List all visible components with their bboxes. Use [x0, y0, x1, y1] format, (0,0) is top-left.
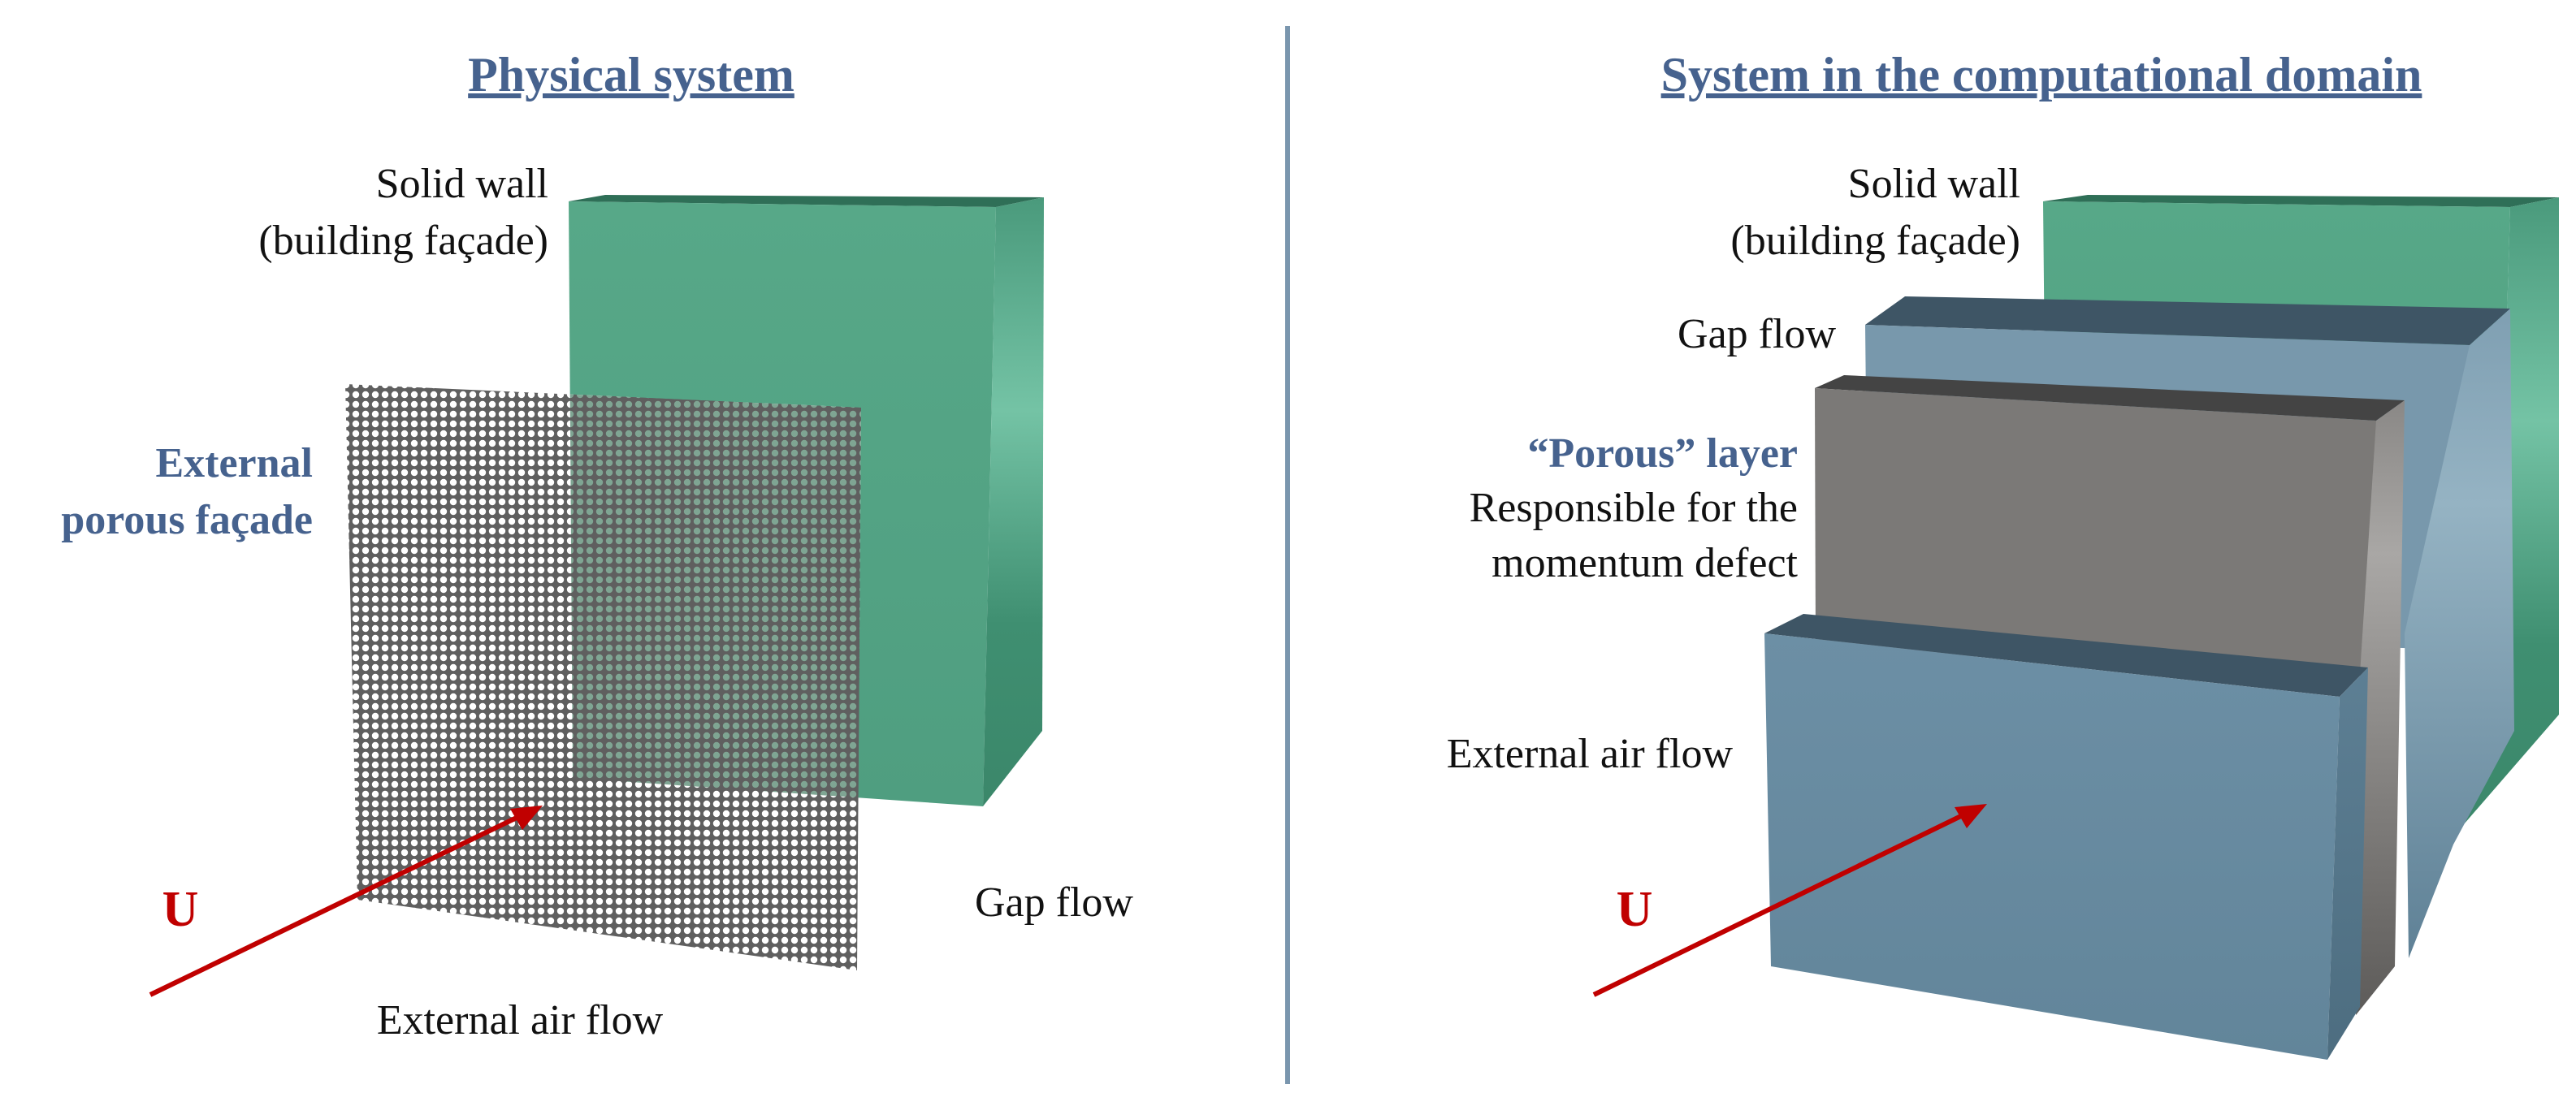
left-panel: Physical system Solid wall (building faç… — [61, 48, 1133, 1043]
external-air-flow-block — [1764, 614, 2368, 1060]
left-velocity-label: U — [162, 882, 199, 937]
left-external-air-flow-label: External air flow — [377, 997, 664, 1043]
left-gap-flow-label: Gap flow — [975, 879, 1133, 926]
right-external-air-flow-label: External air flow — [1447, 731, 1734, 777]
porous-layer-front — [1815, 388, 2376, 674]
right-panel-title: System in the computational domain — [1661, 48, 2422, 102]
left-solid-wall-label-line1: Solid wall — [376, 161, 548, 207]
porous-facade-label-line2: porous façade — [61, 497, 313, 543]
solid-wall-side — [983, 197, 1044, 806]
right-velocity-label: U — [1617, 882, 1653, 937]
porous-layer-top — [1815, 375, 2405, 421]
porous-facade-mesh — [345, 384, 861, 970]
left-solid-wall-label-line2: (building façade) — [258, 218, 548, 264]
porous-layer-block — [1815, 375, 2405, 1015]
momentum-defect-label-line1: Responsible for the — [1470, 485, 1798, 531]
gap-flow-top — [1865, 296, 2510, 345]
left-velocity-arrow — [149, 806, 543, 997]
porous-layer-side — [2356, 400, 2405, 1015]
porous-facade-label-line1: External — [155, 440, 313, 486]
right-velocity-arrow — [1592, 804, 1987, 997]
right-panel: System in the computational domain Solid… — [1447, 48, 2559, 1060]
computational-solid-wall-top — [2043, 195, 2559, 207]
solid-wall-top — [569, 195, 1044, 207]
external-air-flow-front — [1764, 633, 2340, 1060]
right-solid-wall-label-line2: (building façade) — [1730, 218, 2020, 264]
external-air-flow-top — [1764, 614, 2368, 697]
left-panel-title: Physical system — [468, 48, 794, 102]
porous-layer-label: “Porous” layer — [1527, 430, 1798, 477]
right-gap-flow-label: Gap flow — [1678, 311, 1836, 357]
momentum-defect-label-line2: momentum defect — [1491, 540, 1798, 586]
external-air-flow-side — [2327, 667, 2368, 1060]
right-solid-wall-label-line1: Solid wall — [1848, 161, 2020, 207]
gap-flow-side — [2405, 309, 2514, 958]
